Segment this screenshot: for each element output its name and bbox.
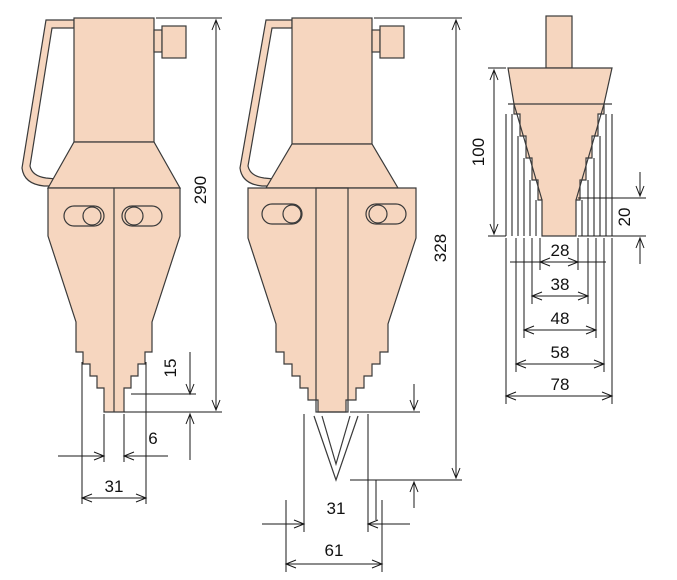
left-knob bbox=[153, 29, 163, 53]
middle-view: 328 31 61 bbox=[239, 17, 462, 572]
right-tip-cone bbox=[513, 103, 605, 201]
middle-knob bbox=[371, 29, 381, 53]
middle-dim-overall: 328 bbox=[350, 17, 462, 481]
right-dim-step: 20 bbox=[578, 172, 646, 264]
right-shaft bbox=[545, 15, 573, 69]
middle-dim-inner-width: 31 bbox=[262, 414, 410, 532]
right-dim-height-label: 100 bbox=[469, 138, 488, 166]
middle-dim-overall-label: 328 bbox=[431, 234, 450, 262]
left-cone bbox=[46, 141, 182, 189]
right-dim-w5-label: 78 bbox=[551, 375, 570, 394]
left-dim-tip: 6 bbox=[58, 414, 168, 462]
middle-cutter bbox=[313, 415, 359, 482]
right-dim-w1-label: 28 bbox=[551, 241, 570, 260]
middle-cutter-inner bbox=[321, 415, 351, 467]
right-dim-step-label: 20 bbox=[615, 208, 634, 227]
middle-insert bbox=[315, 187, 349, 413]
left-pin-a bbox=[82, 206, 102, 226]
right-view: 100 20 28 38 bbox=[469, 15, 646, 404]
middle-dim-outer-width-label: 61 bbox=[325, 541, 344, 560]
left-pin-b bbox=[124, 206, 144, 226]
middle-dim-inner-width-label: 31 bbox=[327, 499, 346, 518]
left-dim-step: 15 bbox=[131, 352, 196, 460]
left-dim-width: 31 bbox=[80, 362, 148, 504]
left-dim-overall: 290 bbox=[124, 17, 222, 413]
middle-dim-stroke bbox=[350, 384, 420, 520]
right-dim-w4: 58 bbox=[514, 343, 606, 369]
middle-pin-b bbox=[368, 204, 388, 224]
left-dim-overall-label: 290 bbox=[191, 176, 210, 204]
left-upper-body bbox=[73, 17, 155, 143]
right-dim-w1: 28 bbox=[510, 241, 606, 267]
right-extension-lines bbox=[505, 238, 613, 404]
middle-dim-outer-width: 61 bbox=[284, 500, 384, 572]
right-dim-height: 100 bbox=[469, 67, 506, 237]
right-blade bbox=[507, 67, 613, 237]
right-dim-w3-label: 48 bbox=[551, 309, 570, 328]
right-dim-w2: 38 bbox=[530, 275, 590, 301]
middle-upper-body bbox=[291, 17, 373, 145]
left-dim-step-label: 15 bbox=[161, 359, 180, 378]
left-knob-cap bbox=[161, 25, 187, 59]
left-dim-tip-label: 6 bbox=[148, 429, 157, 448]
middle-pin-a bbox=[282, 204, 302, 224]
middle-knob-cap bbox=[379, 25, 405, 59]
right-dim-w3: 48 bbox=[522, 309, 598, 335]
right-dim-w4-label: 58 bbox=[551, 343, 570, 362]
middle-cone bbox=[264, 143, 400, 189]
right-dim-w5: 78 bbox=[504, 375, 614, 401]
left-dim-width-label: 31 bbox=[105, 477, 124, 496]
right-side-strips bbox=[505, 114, 613, 236]
right-dim-w2-label: 38 bbox=[551, 275, 570, 294]
left-view: 290 15 6 31 bbox=[21, 17, 222, 504]
